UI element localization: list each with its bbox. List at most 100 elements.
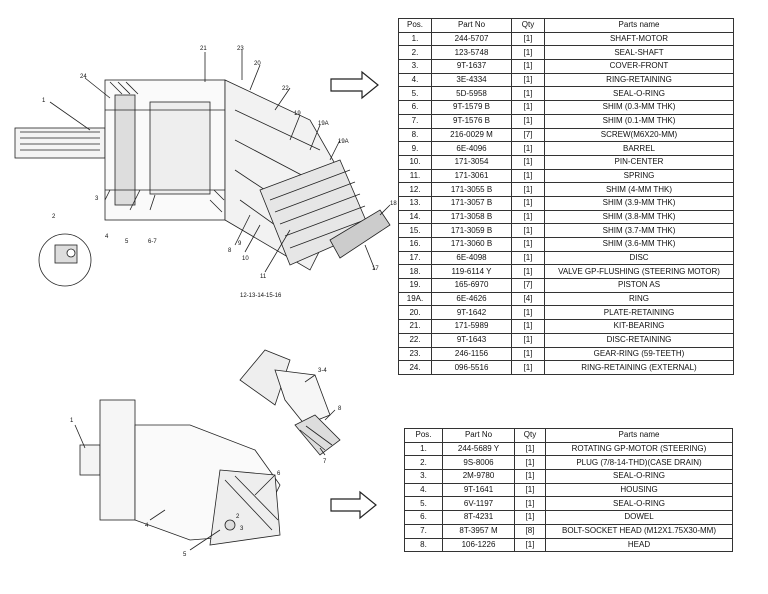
callout-4: 4: [105, 234, 109, 240]
cell-part-no: 171-3058 B: [431, 209, 512, 225]
arrow-right-icon: [330, 490, 377, 520]
cell-pos: 12.: [398, 182, 432, 197]
cell-parts-name: RING: [544, 291, 734, 307]
cell-qty: [1]: [514, 441, 546, 457]
cell-part-no: 6E-4098: [431, 250, 512, 266]
cell-pos: 1.: [398, 31, 432, 47]
cell-qty: [1]: [514, 537, 546, 553]
table-row: 16.171-3060 B[1]SHIM (3.6-MM THK): [398, 237, 734, 252]
cell-parts-name: BOLT-SOCKET HEAD (M12X1.75X30-MM): [545, 523, 733, 539]
table-row: 8.216-0029 M[7]SCREW(M6X20-MM): [398, 127, 734, 143]
callout-8: 8: [228, 248, 232, 254]
cell-pos: 20.: [398, 305, 432, 321]
col-header-qty: Qty: [514, 428, 546, 443]
cell-parts-name: VALVE GP-FLUSHING (STEERING MOTOR): [544, 264, 734, 280]
cell-parts-name: SEAL-O-RING: [545, 469, 733, 484]
cell-parts-name: DISC-RETAINING: [544, 332, 734, 348]
callout-3-4: 3-4: [318, 368, 327, 374]
cell-pos: 23.: [398, 346, 432, 362]
table-row: 22.9T-1643[1]DISC-RETAINING: [398, 332, 734, 348]
cell-part-no: 106-1226: [442, 537, 515, 553]
callout-1: 1: [42, 98, 46, 104]
cell-pos: 14.: [398, 209, 432, 225]
callout-2: 2: [52, 214, 56, 220]
cell-pos: 5.: [404, 496, 443, 512]
table-header-row: Pos. Part No Qty Parts name: [404, 428, 733, 443]
table-row: 11.171-3061[1]SPRING: [398, 168, 734, 184]
cell-parts-name: GEAR-RING (59-TEETH): [544, 346, 734, 362]
callout-6-7: 6-7: [148, 239, 157, 245]
cell-pos: 9.: [398, 141, 432, 156]
cell-parts-name: PLUG (7/8-14-THD)(CASE DRAIN): [545, 455, 733, 471]
cell-part-no: 246-1156: [431, 346, 512, 362]
col-header-part-no: Part No: [442, 428, 515, 443]
cell-part-no: 9T-1579 B: [431, 100, 512, 115]
cell-pos: 15.: [398, 223, 432, 238]
table-row: 15.171-3059 B[1]SHIM (3.7-MM THK): [398, 223, 734, 238]
cell-qty: [1]: [511, 264, 545, 280]
cell-part-no: 171-3057 B: [431, 195, 512, 211]
callout-12-16: 12-13-14-15-16: [240, 293, 282, 299]
cell-part-no: 119-6114 Y: [431, 264, 512, 280]
table-row: 1.244-5707[1]SHAFT-MOTOR: [398, 31, 734, 47]
cell-part-no: 165-6970: [431, 278, 512, 293]
cell-parts-name: SEAL-O-RING: [545, 496, 733, 512]
cell-pos: 7.: [404, 523, 443, 539]
table-row: 23.246-1156[1]GEAR-RING (59-TEETH): [398, 346, 734, 362]
col-header-qty: Qty: [511, 18, 545, 33]
cell-pos: 4.: [398, 72, 432, 88]
cell-part-no: 6E-4096: [431, 141, 512, 156]
parts-table-rotating-group: Pos. Part No Qty Parts name 1.244-5689 Y…: [404, 428, 733, 553]
cell-qty: [8]: [514, 523, 546, 539]
cell-qty: [1]: [511, 31, 545, 47]
table-row: 4.9T-1641[1]HOUSING: [404, 482, 733, 498]
cell-part-no: 171-3060 B: [431, 237, 512, 252]
table-row: 7.8T-3957 M[8]BOLT-SOCKET HEAD (M12X1.75…: [404, 523, 733, 539]
table-row: 12.171-3055 B[1]SHIM (4-MM THK): [398, 182, 734, 197]
cell-qty: [7]: [511, 127, 545, 143]
cell-parts-name: RING-RETAINING: [544, 72, 734, 88]
cell-qty: [1]: [511, 72, 545, 88]
cell-qty: [1]: [511, 45, 545, 61]
cell-parts-name: SCREW(M6X20-MM): [544, 127, 734, 143]
cell-qty: [1]: [514, 469, 546, 484]
cell-qty: [1]: [514, 455, 546, 471]
cell-qty: [1]: [511, 141, 545, 156]
cell-pos: 19A.: [398, 291, 432, 307]
callout-5: 5: [125, 239, 129, 245]
callout-3: 3: [95, 196, 99, 202]
cell-qty: [1]: [511, 250, 545, 266]
cell-parts-name: SHIM (4-MM THK): [544, 182, 734, 197]
table-header-row: Pos. Part No Qty Parts name: [398, 18, 734, 33]
callout-6: 6: [277, 471, 281, 477]
cell-parts-name: PLATE-RETAINING: [544, 305, 734, 321]
cell-qty: [1]: [511, 182, 545, 197]
cell-part-no: 096-5516: [431, 360, 512, 375]
cell-parts-name: PIN-CENTER: [544, 154, 734, 170]
motor-assembly-diagram: 1 2 3 4 5 6 7 8 3-4: [70, 349, 342, 558]
cell-parts-name: SEAL-SHAFT: [544, 45, 734, 61]
arrow-right-icon: [330, 70, 379, 100]
cell-parts-name: PISTON AS: [544, 278, 734, 293]
cell-qty: [4]: [511, 291, 545, 307]
cell-parts-name: BARREL: [544, 141, 734, 156]
motor-cutaway-diagram: 1 2 3 4 5 6-7 8 9 10 11 12-13-14-15-16 1…: [14, 46, 397, 299]
cell-qty: [1]: [511, 195, 545, 211]
table-row: 3.2M-9780[1]SEAL-O-RING: [404, 469, 733, 484]
callout-3: 3: [240, 526, 244, 532]
table-row: 19.165-6970[7]PISTON AS: [398, 278, 734, 293]
cell-part-no: 171-5989: [431, 319, 512, 334]
cell-part-no: 5D-5958: [431, 86, 512, 102]
callout-23: 23: [237, 46, 244, 52]
col-header-pos: Pos.: [404, 428, 443, 443]
cell-part-no: 9T-1641: [442, 482, 515, 498]
cell-parts-name: COVER-FRONT: [544, 59, 734, 74]
callout-21: 21: [200, 46, 207, 52]
cell-qty: [1]: [511, 113, 545, 129]
table-row: 5.5D-5958[1]SEAL-O-RING: [398, 86, 734, 102]
cell-part-no: 8T-3957 M: [442, 523, 515, 539]
cell-pos: 21.: [398, 319, 432, 334]
callout-18: 18: [390, 201, 397, 207]
cell-parts-name: ROTATING GP-MOTOR (STEERING): [545, 441, 733, 457]
parts-table-motor: Pos. Part No Qty Parts name 1.244-5707[1…: [398, 18, 734, 375]
